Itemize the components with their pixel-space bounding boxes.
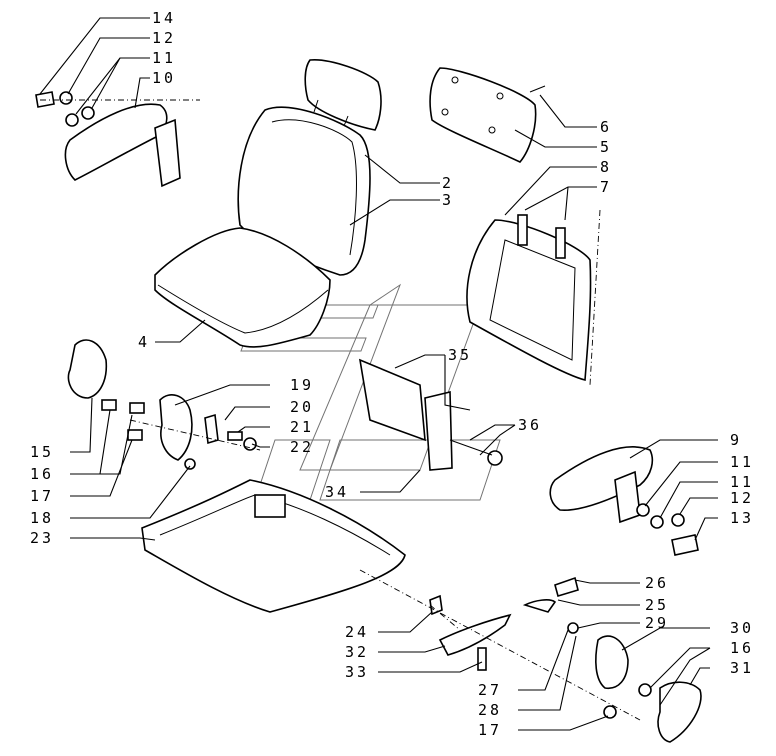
- label-16: 16: [30, 465, 54, 483]
- label-17: 17: [30, 487, 54, 505]
- label-28: 28: [478, 701, 502, 719]
- label-12: 12: [152, 29, 176, 47]
- label-21: 21: [290, 418, 314, 436]
- label-20: 20: [290, 398, 314, 416]
- seat-backrest: [237, 59, 382, 276]
- label-18: 18: [30, 509, 54, 527]
- left-armrest: [35, 91, 181, 188]
- label-11: 11: [152, 49, 176, 67]
- callout-labels: 14 12 11 10 6 5 8 7 2 3 4 19 20 21 22 35…: [30, 9, 754, 739]
- label-10: 10: [152, 69, 176, 87]
- lower-right-parts: [429, 576, 702, 743]
- right-armrest: [549, 446, 699, 556]
- label-19: 19: [290, 376, 314, 394]
- backrest-frame: [466, 214, 592, 382]
- label-26: 26: [645, 574, 669, 592]
- leader-lines: [39, 17, 718, 731]
- label-24: 24: [345, 623, 369, 641]
- label-30: 30: [730, 619, 754, 637]
- rear-panel: [429, 67, 546, 163]
- label-13: 13: [730, 509, 754, 527]
- label-12-right: 12: [730, 489, 754, 507]
- label-16-right: 16: [730, 639, 754, 657]
- tilt-mechanism: [358, 358, 503, 471]
- label-31: 31: [730, 659, 754, 677]
- label-2: 2: [442, 174, 454, 192]
- label-7: 7: [600, 178, 612, 196]
- label-14: 14: [152, 9, 176, 27]
- label-6: 6: [600, 118, 612, 136]
- label-33: 33: [345, 663, 369, 681]
- label-25: 25: [645, 596, 669, 614]
- label-29: 29: [645, 614, 669, 632]
- seat-cushion: [154, 227, 331, 348]
- label-9: 9: [730, 431, 742, 449]
- label-35: 35: [448, 346, 472, 364]
- label-8: 8: [600, 158, 612, 176]
- label-15: 15: [30, 443, 54, 461]
- label-23: 23: [30, 529, 54, 547]
- label-27: 27: [478, 681, 502, 699]
- label-4: 4: [138, 333, 150, 351]
- label-34: 34: [325, 483, 349, 501]
- label-17-right: 17: [478, 721, 502, 739]
- label-11-right-bottom: 11: [730, 473, 754, 491]
- label-5: 5: [600, 138, 612, 156]
- label-32: 32: [345, 643, 369, 661]
- label-22: 22: [290, 438, 314, 456]
- seat-base-pan: [141, 479, 406, 613]
- label-3: 3: [442, 191, 454, 209]
- assembly-axes: [40, 99, 641, 721]
- left-hinge-parts: [67, 339, 257, 470]
- label-36: 36: [518, 416, 542, 434]
- label-11-right-top: 11: [730, 453, 754, 471]
